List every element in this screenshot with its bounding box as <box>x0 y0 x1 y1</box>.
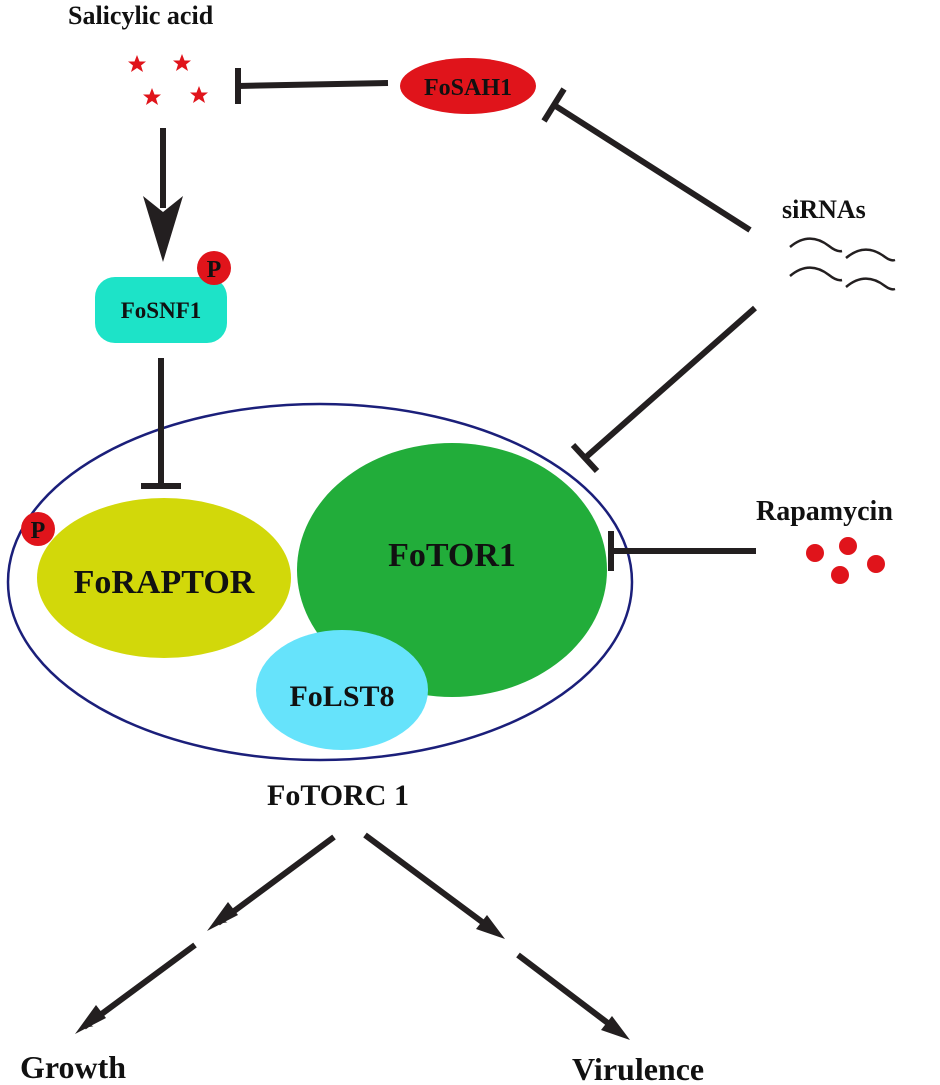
foraptor-label: FoRAPTOR <box>74 564 255 601</box>
fotorc1-to-growth-arrow-upper <box>216 834 336 926</box>
rapamycin-dots <box>806 537 885 584</box>
fosah1-node <box>400 58 536 114</box>
fosnf1-node <box>95 277 227 343</box>
sirnas-label: siRNAs <box>782 195 866 224</box>
fotorc1-to-virulence-arrow-upper <box>363 832 495 933</box>
folst8-label: FoLST8 <box>289 680 394 713</box>
sirna-to-fotor1-inhibition-line <box>583 305 757 461</box>
fotorc1-label: FoTORC 1 <box>267 779 409 812</box>
fosnf1-phospho-badge <box>197 251 231 285</box>
salicylic-acid-stars <box>128 54 208 105</box>
fotorc1-to-virulence-arrow-lower <box>516 952 619 1033</box>
star-icon <box>128 55 146 72</box>
sirna-to-fosah1-inhibition-line <box>552 102 752 233</box>
star-icon <box>190 86 208 103</box>
virulence-label: Virulence <box>572 1051 704 1085</box>
rapamycin-dot <box>831 566 849 584</box>
fotor1-node <box>297 443 607 697</box>
folst8-node <box>256 630 428 750</box>
salicylic-acid-label: Salicylic acid <box>68 1 214 30</box>
fotorc1-to-growth-arrow-lower <box>82 942 197 1030</box>
fosnf1-phospho-label: P <box>207 257 222 283</box>
virulence-mid-arrowhead <box>476 915 505 939</box>
fosah1-label: FoSAH1 <box>424 75 512 101</box>
star-icon <box>173 54 191 71</box>
fotor1-label: FoTOR1 <box>388 537 516 574</box>
rapamycin-label: Rapamycin <box>756 496 893 527</box>
virulence-arrowhead <box>601 1016 630 1040</box>
rapamycin-dot <box>867 555 885 573</box>
rapamycin-dot <box>806 544 824 562</box>
growth-arrowhead <box>75 1005 106 1034</box>
foraptor-phospho-label: P <box>31 518 46 544</box>
rapamycin-dot <box>839 537 857 555</box>
star-icon <box>143 88 161 105</box>
fosnf1-label: FoSNF1 <box>121 298 202 323</box>
fotorc1-complex-outline <box>6 402 634 762</box>
foraptor-node <box>37 498 291 658</box>
fosah1-inhibition-line <box>237 80 389 89</box>
sirna-squiggles <box>789 237 896 291</box>
growth-mid-arrowhead <box>207 902 238 931</box>
sirna-to-fotor1-inhibition-bar <box>570 442 600 474</box>
salicylic-acid-to-fosnf1-arrowhead <box>143 196 183 262</box>
foraptor-phospho-badge <box>21 512 55 546</box>
sirna-to-fosah1-inhibition-bar <box>541 87 567 123</box>
growth-label: Growth <box>20 1049 126 1085</box>
